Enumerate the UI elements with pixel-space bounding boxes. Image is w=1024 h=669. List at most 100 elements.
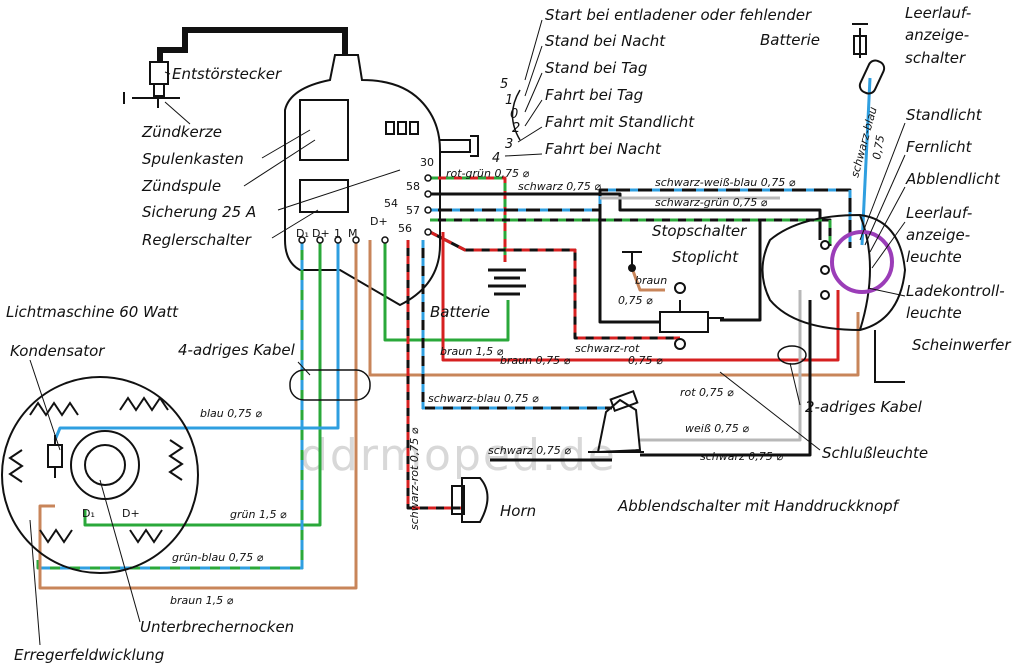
wlabel-braun-small-075: 0,75 ⌀ — [618, 294, 653, 307]
terminal-d1: D₁ — [296, 227, 309, 240]
label-sicherung: Sicherung 25 A — [142, 203, 256, 221]
label-zuendspule: Zündspule — [141, 177, 221, 195]
lichtmaschine-icon — [1, 376, 199, 574]
abblendschalter-icon — [588, 389, 644, 454]
wlabel-v075: 0,75 — [870, 134, 887, 160]
label-standlicht: Standlicht — [906, 106, 983, 124]
watermark: ddrmoped.de — [300, 430, 617, 481]
terminal-one: 1 — [334, 227, 341, 240]
stoplicht-icon — [622, 251, 724, 350]
label-horn: Horn — [500, 502, 536, 520]
label-lichtmaschine: Lichtmaschine 60 Watt — [6, 303, 179, 321]
label-kondensator: Kondensator — [10, 342, 105, 360]
label-leerlauf-1: Leerlauf- — [905, 4, 971, 22]
switch-text-3: Fahrt mit Standlicht — [545, 113, 695, 131]
wire-weiss — [640, 290, 802, 442]
switch-text-2: Fahrt bei Tag — [545, 86, 643, 104]
wire-braun-batt — [383, 240, 510, 342]
wire-braun-stop — [630, 267, 665, 292]
wlabel-braun-075: braun 0,75 ⌀ — [500, 354, 571, 367]
terminal-m: M — [348, 227, 358, 240]
wlabel-schwarz-rot-075: 0,75 ⌀ — [628, 354, 663, 367]
wlabel-braun-15-bottom: braun 1,5 ⌀ — [170, 594, 234, 607]
label-schlussleuchte: Schlußleuchte — [822, 444, 928, 462]
terminal-58: 58 — [406, 180, 420, 193]
wlabel-braun-15-top: braun 1,5 ⌀ — [440, 345, 504, 358]
scheinwerfer-housing — [761, 213, 907, 383]
label-leerlauf-3: schalter — [905, 49, 966, 67]
switch-num-3: 3 — [505, 137, 513, 152]
terminal-dplus: D+ — [312, 227, 330, 240]
label-reglerschalter: Reglerschalter — [142, 231, 252, 249]
switch-num-1: 1 — [505, 93, 513, 108]
label-stoplicht: Stoplicht — [672, 248, 739, 266]
leader-lines — [29, 71, 906, 646]
ht-lead — [157, 27, 348, 62]
terminal-gen-d1: D₁ — [82, 507, 95, 520]
wlabel-gruen: grün 1,5 ⌀ — [230, 508, 287, 521]
wlabel-braun-small: braun — [635, 274, 667, 287]
label-zuendkerze: Zündkerze — [141, 123, 222, 141]
wire-schwarz-ab — [640, 300, 812, 457]
wlabel-schwarz-rot: schwarz-rot — [575, 342, 640, 355]
highlight-circle — [830, 230, 894, 294]
leerlaufschalter-icon — [852, 23, 886, 95]
batterie-symbol — [488, 268, 526, 296]
label-abblendlicht: Abblendlicht — [905, 170, 1001, 188]
wlabel-rot-075: rot 0,75 ⌀ — [680, 386, 734, 399]
switch-num-4: 4 — [492, 151, 500, 166]
wire-schwarz-right — [720, 220, 762, 322]
switch-text-4: Fahrt bei Nacht — [545, 140, 662, 158]
terminal-54: 54 — [384, 197, 398, 210]
label-entstoerstecker: Entstörstecker — [172, 65, 282, 83]
label-ladekontroll-2: leuchte — [906, 304, 962, 322]
terminal-dplus2: D+ — [370, 215, 388, 228]
label-unterbrechernocken: Unterbrechernocken — [140, 618, 294, 636]
wlabel-gruen-blau: grün-blau 0,75 ⌀ — [172, 551, 264, 564]
wire-schwarz-blau-leerlauf — [860, 77, 872, 246]
terminal-gen-dplus: D+ — [122, 507, 140, 520]
wires — [36, 77, 872, 590]
terminal-dots — [298, 174, 432, 244]
label-zweiadriges-kabel: 2-adriges Kabel — [805, 398, 923, 416]
wire-schwarz-main — [421, 240, 612, 410]
label-stopschalter: Stopschalter — [652, 222, 747, 240]
switch-num-5: 5 — [500, 77, 508, 92]
label-leerlauf-2: anzeige- — [905, 26, 969, 44]
terminal-30: 30 — [420, 156, 434, 169]
wire-gruen-blau-dash — [38, 240, 304, 570]
wlabel-schwarz-ab: schwarz 0,75 ⌀ — [700, 450, 783, 463]
wlabel-schwarz-rot-v: schwarz-rot 0,75 ⌀ — [408, 427, 421, 530]
switch-text-1: Stand bei Nacht — [545, 32, 666, 50]
label-leerlaufleuchte-1: Leerlauf- — [906, 204, 972, 222]
switch-text-5: Start bei entladener oder fehlender — [545, 6, 812, 24]
wlabel-schwarz-075: schwarz 0,75 ⌀ — [518, 180, 601, 193]
wlabel-rot-gruen: rot-grün 0,75 ⌀ — [446, 167, 529, 180]
wlabel-weiss: weiß 0,75 ⌀ — [685, 422, 749, 435]
terminal-labels: 30 58 57 54 56 D₁ D+ 1 M D+ D₁ D+ — [82, 156, 434, 520]
label-batterie: Batterie — [430, 303, 490, 321]
vierader-sleeve — [289, 369, 371, 401]
label-ladekontroll-1: Ladekontroll- — [906, 282, 1005, 300]
switch-text-0: Stand bei Tag — [545, 59, 647, 77]
label-leerlaufleuchte-2: anzeige- — [906, 226, 970, 244]
wlabel-schwarz-gruen: schwarz-grün 0,75 ⌀ — [655, 196, 768, 209]
label-scheinwerfer: Scheinwerfer — [912, 336, 1011, 354]
label-leerlaufleuchte-3: leuchte — [906, 248, 962, 266]
spulenkasten-box — [284, 54, 479, 307]
wire-stop — [598, 210, 660, 324]
switch-positions: 5 1 0 2 3 4 Start bei entladener oder fe… — [492, 6, 812, 166]
label-erregerfeldwicklung: Erregerfeldwicklung — [14, 646, 164, 664]
switch-num-0: 0 — [510, 107, 518, 122]
wlabel-schwarz-horn: schwarz 0,75 ⌀ — [488, 444, 571, 457]
wire-rot — [441, 232, 840, 362]
terminal-57: 57 — [406, 204, 420, 217]
label-fernlicht: Fernlicht — [906, 138, 973, 156]
wlabel-schwarz-weiss-blau: schwarz-weiß-blau 0,75 ⌀ — [655, 176, 796, 189]
wlabel-schwarz-blau: schwarz-blau 0,75 ⌀ — [428, 392, 539, 405]
switch-bracket — [511, 89, 521, 141]
component-labels: Entstörstecker Zündkerze Spulenkasten Zü… — [6, 4, 1011, 664]
wire-gruen — [83, 240, 322, 527]
label-abblendschalter: Abblendschalter mit Handdruckknopf — [617, 497, 901, 515]
